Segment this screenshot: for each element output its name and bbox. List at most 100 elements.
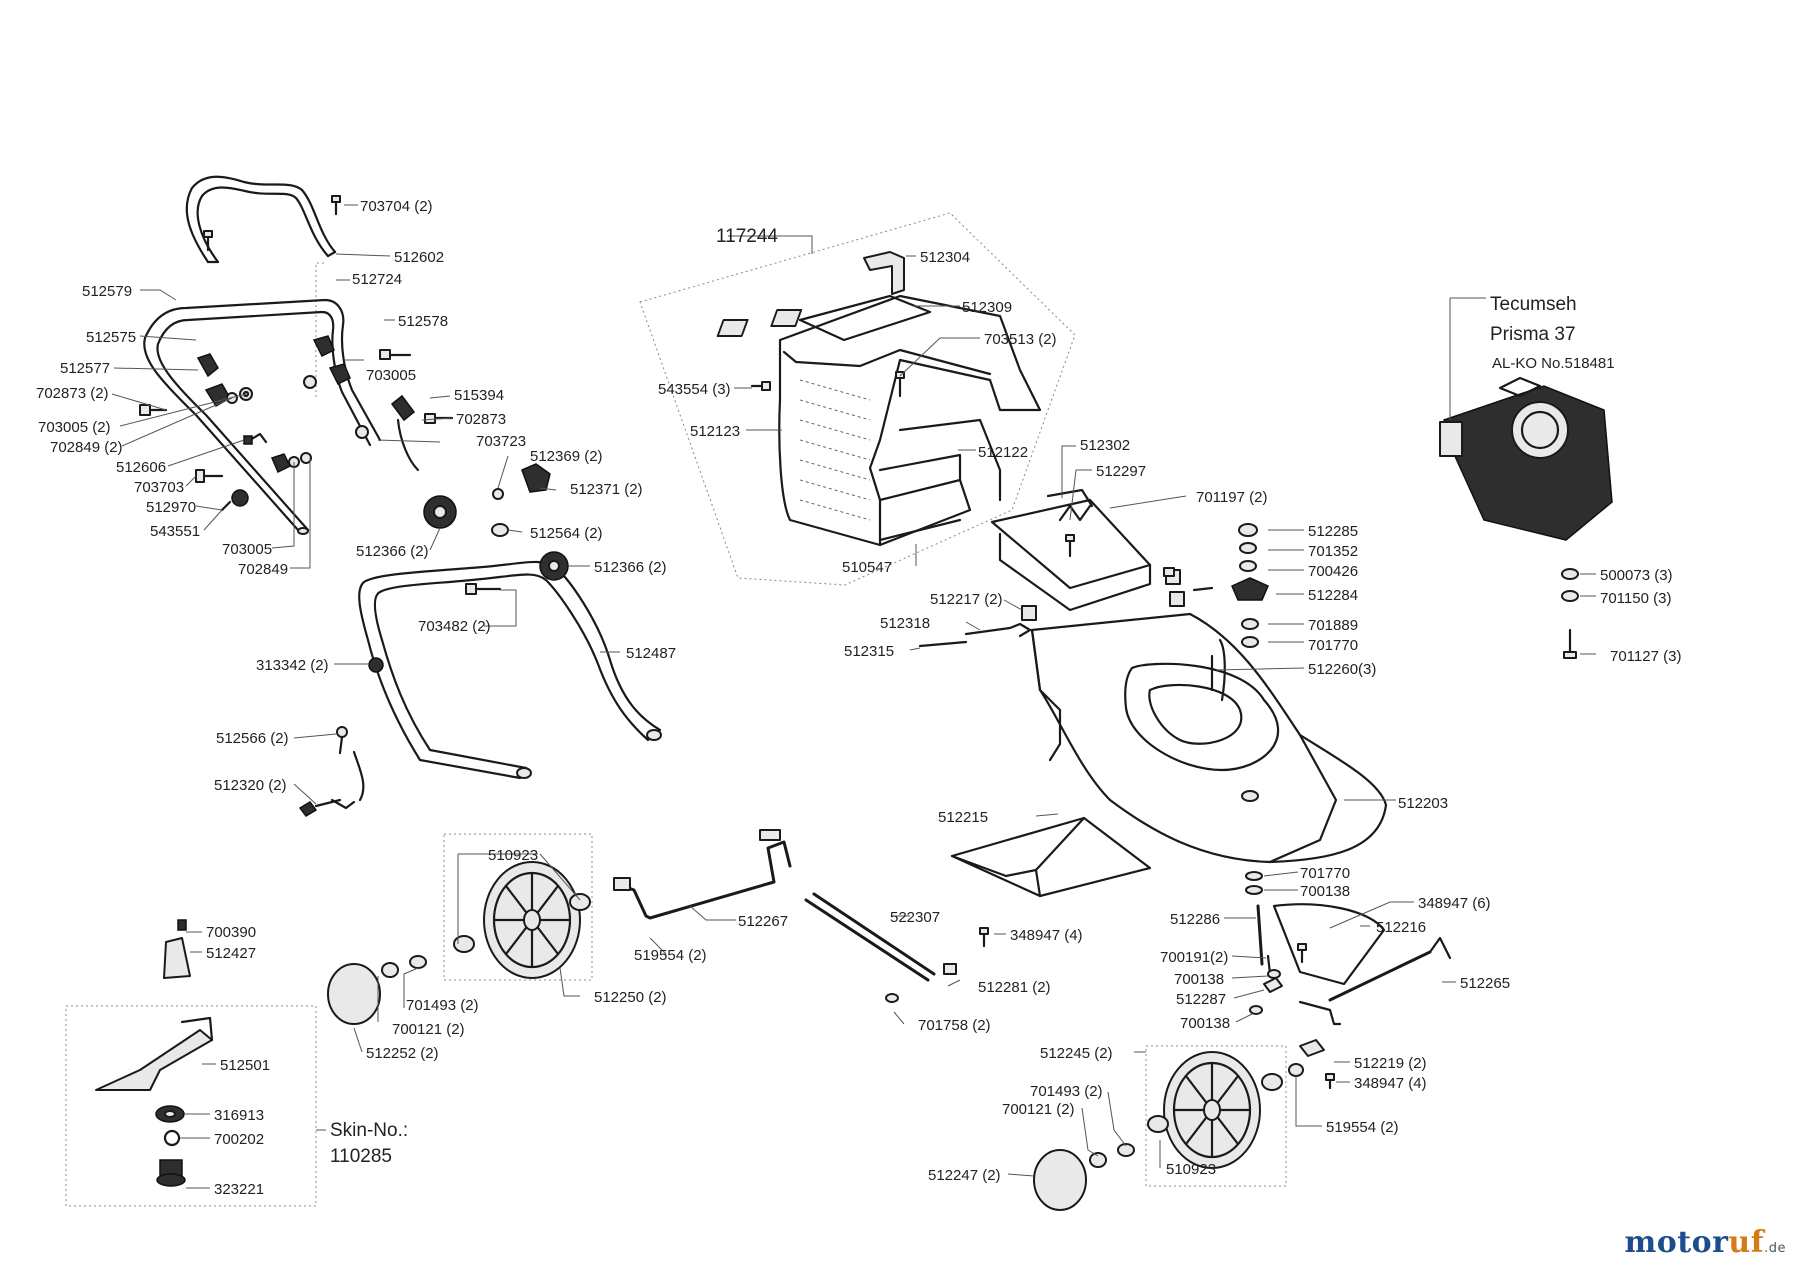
label-512606: 512606 — [116, 459, 166, 476]
label-512287: 512287 — [1176, 991, 1226, 1008]
lid-512309 — [716, 294, 932, 342]
label-519554-a: 519554 (2) — [634, 947, 707, 964]
washer-701770-lower — [1245, 871, 1263, 881]
label-701150: 701150 (3) — [1600, 590, 1671, 607]
nut-700121-front — [381, 962, 399, 978]
label-512318: 512318 — [880, 615, 930, 632]
nut-701493-rear — [1117, 1143, 1135, 1157]
label-702873: 702873 — [456, 411, 506, 428]
bracket-rear-axle — [1298, 1000, 1342, 1026]
label-701127: 701127 (3) — [1610, 648, 1681, 665]
logo-text-uf: uf — [1728, 1225, 1765, 1260]
leader-lines — [111, 204, 1596, 1189]
label-701758: 701758 (2) — [918, 1017, 991, 1034]
label-512564: 512564 (2) — [530, 525, 603, 542]
screw-348947-rear — [1297, 943, 1307, 964]
label-512215: 512215 — [938, 809, 988, 826]
label-512366-b: 512366 (2) — [594, 559, 667, 576]
label-512577: 512577 — [60, 360, 110, 377]
label-543551: 543551 — [150, 523, 200, 540]
label-510923-a: 510923 — [488, 847, 538, 864]
hubcap-512247 — [1033, 1149, 1087, 1211]
label-512579: 512579 — [82, 283, 132, 300]
label-700138-b: 700138 — [1174, 971, 1224, 988]
washer-700138-low — [1249, 1005, 1263, 1015]
label-512315: 512315 — [844, 643, 894, 660]
cable-512320 — [298, 750, 365, 817]
label-700202: 700202 — [214, 1131, 264, 1148]
spring-512315 — [918, 640, 968, 648]
label-700121-a: 700121 (2) — [392, 1021, 465, 1038]
washer-700426 — [1239, 560, 1257, 572]
bolt-703703 — [195, 469, 224, 483]
skin-number-value: 110285 — [330, 1146, 392, 1167]
nut-703005-right — [303, 375, 317, 389]
cap-512564 — [491, 523, 509, 537]
label-512245: 512245 (2) — [1040, 1045, 1113, 1062]
label-512250: 512250 (2) — [594, 989, 667, 1006]
handle-bracket-dotted-line — [315, 262, 324, 400]
clamp-512724 — [312, 335, 351, 386]
washer-700138-mid — [1267, 969, 1281, 979]
logo-domain: .de — [1764, 1241, 1786, 1256]
label-701770-a: 701770 — [1308, 637, 1358, 654]
washer-510923-rear — [1147, 1073, 1283, 1133]
adapter-512427 — [163, 937, 191, 979]
nut-512369 — [492, 488, 504, 500]
washer-700138-top — [1245, 885, 1263, 895]
label-703005-2: 703005 (2) — [38, 419, 111, 436]
cap-512285 — [1238, 523, 1258, 537]
washer-500073 — [1561, 568, 1579, 580]
label-702849: 702849 — [238, 561, 288, 578]
rear-wheel-group-box — [1145, 1045, 1287, 1187]
label-702873-2: 702873 (2) — [36, 385, 109, 402]
label-512285: 512285 — [1308, 523, 1358, 540]
label-500073: 500073 (3) — [1600, 567, 1673, 584]
screw-543554 — [750, 381, 772, 391]
label-519554-b: 519554 (2) — [1326, 1119, 1399, 1136]
star-knob-512366-upper — [423, 495, 457, 529]
nut-512281 — [943, 963, 957, 975]
rear-flap-512216 — [1272, 903, 1386, 986]
label-512122: 512122 — [978, 444, 1028, 461]
screw-701197 — [1065, 534, 1075, 558]
grass-catcher-512123 — [778, 294, 1042, 547]
label-512267: 512267 — [738, 913, 788, 930]
label-512487: 512487 — [626, 645, 676, 662]
bracket-512217 — [1021, 569, 1181, 621]
label-700138-a: 700138 — [1300, 883, 1350, 900]
label-512578: 512578 — [398, 313, 448, 330]
rear-wheel-512245 — [1163, 1051, 1261, 1169]
label-316913: 316913 — [214, 1107, 264, 1124]
screw-543551 — [220, 500, 232, 512]
label-512281: 512281 (2) — [978, 979, 1051, 996]
label-512252: 512252 (2) — [366, 1045, 439, 1062]
label-512320: 512320 (2) — [214, 777, 287, 794]
front-wheel-group-box — [443, 833, 593, 981]
label-703723: 703723 — [476, 433, 526, 450]
engine-model-label: Prisma 37 — [1490, 324, 1576, 345]
label-348947-6: 348947 (6) — [1418, 895, 1491, 912]
label-512371: 512371 (2) — [570, 481, 643, 498]
label-701493-a: 701493 (2) — [406, 997, 479, 1014]
cable-512318 — [964, 622, 1032, 638]
bolt-702873-left — [139, 404, 168, 416]
front-wheel-512250 — [483, 861, 581, 979]
washer-701889 — [1241, 618, 1259, 630]
lever-515394 — [390, 394, 420, 472]
chute-512215 — [950, 816, 1152, 898]
nut-701493-front — [409, 955, 427, 969]
blade-512501 — [95, 1016, 214, 1091]
lower-handle-512487 — [358, 560, 662, 780]
label-700390: 700390 — [206, 924, 256, 941]
label-512123: 512123 — [690, 423, 740, 440]
label-512501: 512501 — [220, 1057, 270, 1074]
label-512203: 512203 — [1398, 795, 1448, 812]
label-512602: 512602 — [394, 249, 444, 266]
label-512260: 512260(3) — [1308, 661, 1376, 678]
label-512302: 512302 — [1080, 437, 1130, 454]
label-348947-4-a: 348947 (4) — [1010, 927, 1083, 944]
nut-700121-rear — [1089, 1152, 1107, 1168]
